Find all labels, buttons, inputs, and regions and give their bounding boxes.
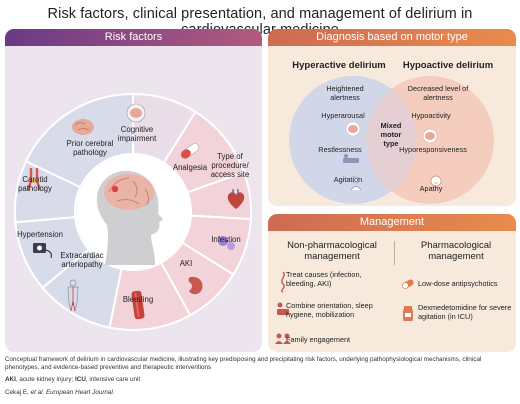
hyper-item-heightened-alertness: Heightened alertness xyxy=(326,84,364,102)
heart-icon xyxy=(227,189,245,209)
head-silhouette-icon xyxy=(96,170,163,265)
bacteria-icon xyxy=(218,236,235,250)
segment-prior-cerebral xyxy=(24,92,134,189)
management-panel: Management xyxy=(268,214,516,352)
cognitive-brain-icon xyxy=(126,103,146,123)
hypo-item-apathy: Apathy xyxy=(419,184,443,193)
kidney-icon xyxy=(188,276,203,295)
caption-abbreviations: AKI, acute kidney injury; ICU, intensive… xyxy=(5,376,141,383)
hyperactive-title: Hyperactive delirium xyxy=(292,60,386,71)
agitation-person-icon xyxy=(350,176,362,191)
mobilization-icon xyxy=(277,302,289,315)
nonpharm-item-orientation: Combine orientation, sleep hygiene, mobi… xyxy=(286,301,373,319)
apathy-head-icon xyxy=(430,175,442,187)
diagnosis-header: Diagnosis based on motor type xyxy=(268,29,516,46)
pill-capsule-icon xyxy=(180,143,200,159)
hypoactive-title: Hypoactive delirium xyxy=(402,60,494,71)
medicine-bottle-icon xyxy=(403,306,413,321)
label-cognitive-impairment: Cognitive impairment xyxy=(117,125,157,143)
nonpharm-item-family: Family engagement xyxy=(286,335,351,344)
nonpharm-title: Non-pharmacological management xyxy=(287,240,377,262)
family-icon xyxy=(275,333,291,344)
nonpharm-item-treat-causes: Treat causes (infection, bleeding, AKI) xyxy=(286,270,362,288)
caption-citation: Cekaj E, et al. European Heart Journal. xyxy=(5,389,115,396)
management-header: Management xyxy=(268,214,516,231)
mixed-motor-type-label: Mixed motor type xyxy=(380,121,402,148)
hyper-item-agitation: Agitation xyxy=(333,175,363,184)
venn-diagram xyxy=(289,76,494,204)
label-prior-cerebral-pathology: Prior cerebral pathology xyxy=(66,139,114,157)
hypo-item-decreased-alertness: Decreased level of alertness xyxy=(407,84,469,102)
label-type-of-procedure: Type of procedure/ access site xyxy=(210,152,250,179)
pharm-title: Pharmacological management xyxy=(420,240,492,262)
risk-factors-header: Risk factors xyxy=(5,29,262,46)
pharm-item-antipsychotics: Low-dose antipsychotics xyxy=(418,279,498,288)
label-bleeding: Bleeding xyxy=(122,295,154,304)
label-carotid-pathology: Carotid pathology xyxy=(18,175,52,193)
restless-bed-icon xyxy=(343,154,359,163)
hypoactivity-brain-icon xyxy=(422,128,438,144)
hyper-item-restlessness: Restlessness xyxy=(318,145,362,154)
caption-description: Conceptual framework of delirium in card… xyxy=(5,356,482,371)
risk-wheel xyxy=(13,92,253,331)
hypo-item-hypoactivity: Hypoactivity xyxy=(411,111,451,120)
management-divider xyxy=(394,241,395,265)
label-hypertension: Hypertension xyxy=(17,230,63,239)
management-icons xyxy=(275,271,414,344)
carotid-artery-icon xyxy=(26,168,42,191)
label-analgesia: Analgesia xyxy=(172,163,208,172)
label-aki: AKI xyxy=(179,259,193,268)
mixed-overlap xyxy=(366,88,417,192)
hyperarousal-brain-icon xyxy=(345,121,361,137)
pills-icon xyxy=(402,279,414,289)
hyper-item-hyperarousal: Hyperarousal xyxy=(321,111,365,120)
brain-icon xyxy=(72,119,94,135)
label-infection: Infection xyxy=(211,235,241,244)
body-arteries-icon xyxy=(67,279,79,312)
hypo-item-hyporesponsiveness: Hyporesponsiveness xyxy=(399,145,467,154)
label-extracardiac-arteriopathy: Extracardiac arteriopathy xyxy=(60,251,104,269)
blood-vessel-icon xyxy=(131,290,145,320)
blood-pressure-cuff-icon xyxy=(33,243,53,259)
causes-icon xyxy=(281,271,285,293)
pharm-item-dexmedetomidine: Dexmedetomidine for severe agitation (in… xyxy=(418,303,512,321)
